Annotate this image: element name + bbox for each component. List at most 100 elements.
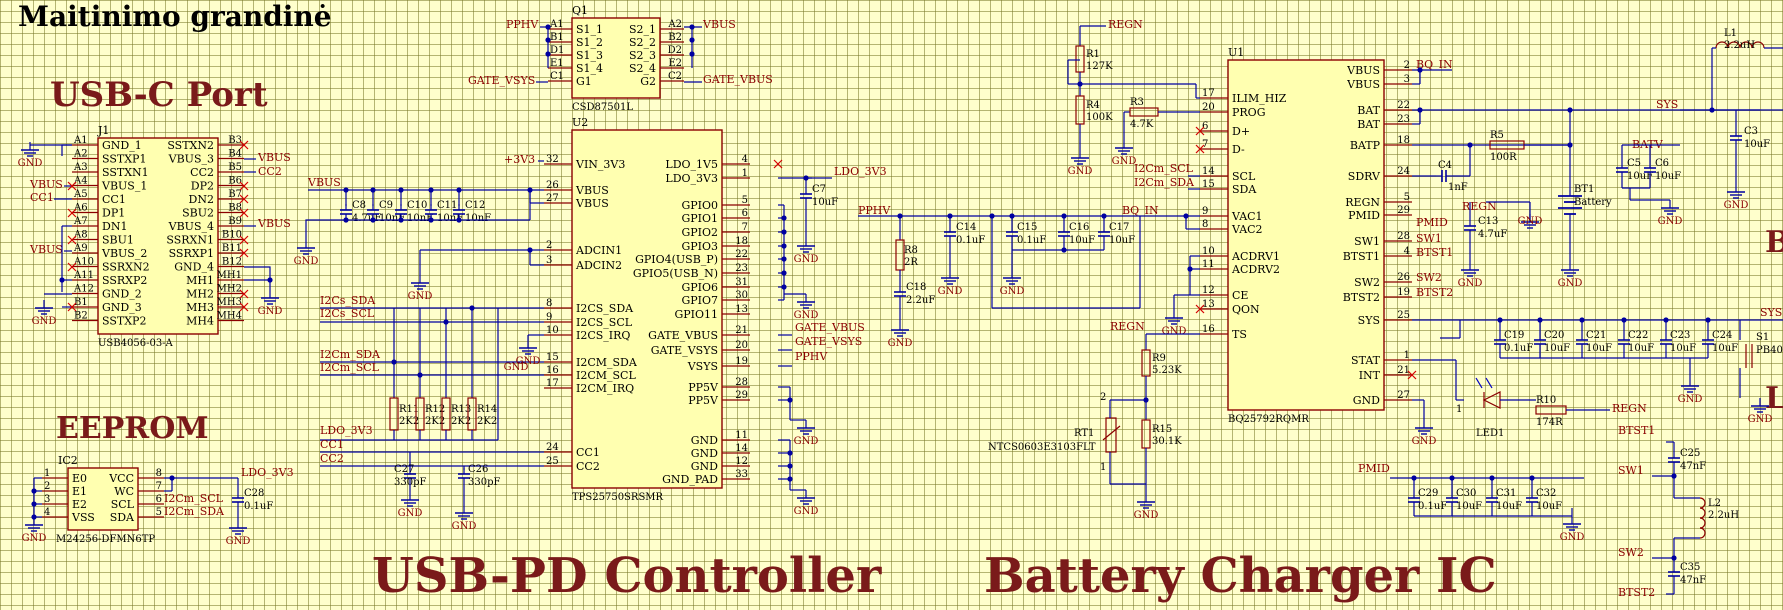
ref-designator: R12 [425, 404, 445, 415]
junction-dot [398, 187, 404, 193]
sheet-title: Maitinimo grandinė [18, 0, 332, 33]
junction-dot [787, 476, 793, 482]
no-connect-mark [67, 208, 77, 218]
pin-number: 15 [1202, 179, 1215, 190]
part-value: PB40 [1756, 345, 1783, 356]
net-label: LDO_3V3 [834, 165, 887, 178]
pin-number: 3 [546, 255, 552, 266]
pin-number: 13 [1202, 299, 1215, 310]
part-value: 2.2uH [1724, 40, 1755, 51]
pin-name: GND_PAD [662, 473, 718, 486]
ref-designator: U1 [1228, 46, 1244, 59]
gnd-label: GND [1000, 286, 1025, 297]
net-label: GATE_VBUS [703, 73, 773, 86]
ref-designator: L2 [1708, 498, 1721, 509]
pin-name: I2CM_SDA [576, 356, 638, 369]
net-label: VBUS [702, 18, 736, 31]
pin-number: A4 [73, 176, 88, 187]
pin-number: A2 [73, 149, 88, 160]
section-charger: Battery Charger IC [984, 548, 1497, 604]
pin-number: 3 [1404, 74, 1410, 85]
ref-designator: C14 [956, 222, 976, 233]
pin-name: SBU1 [102, 234, 134, 247]
part-value: 2.2uF [906, 295, 935, 306]
ref-designator: C21 [1586, 330, 1606, 341]
pin-number: 27 [546, 193, 559, 204]
pin-number: B12 [222, 257, 242, 268]
gnd-label: GND [1558, 278, 1583, 289]
pin-name: SDA [1232, 183, 1257, 196]
ref-designator: C18 [906, 282, 926, 293]
pin-name: MH3 [186, 301, 214, 314]
pin-name: VAC1 [1231, 210, 1263, 223]
net-label: BTST1 [1416, 246, 1453, 259]
net-label: CC1 [320, 438, 344, 451]
pin-name: GPIO5(USB_N) [633, 267, 718, 280]
junction-dot [469, 305, 475, 311]
part-value: 30.1K [1152, 436, 1182, 447]
net-label: CC2 [258, 165, 282, 178]
pin-number: 6 [742, 208, 748, 219]
ref-designator: C16 [1069, 222, 1089, 233]
junction-dot [267, 277, 273, 283]
pin-name: VBUS_3 [168, 153, 214, 166]
ref-designator: C31 [1496, 488, 1516, 499]
pin-number: 22 [735, 249, 748, 260]
part-value: 10uF [1627, 171, 1653, 182]
pin-name: CC1 [102, 193, 126, 206]
gnd-label: GND [32, 316, 57, 327]
ref-designator: C30 [1456, 488, 1476, 499]
net-label: PPHV [506, 18, 539, 31]
pin-name: VBUS [575, 184, 609, 197]
no-connect-mark [1195, 304, 1205, 314]
junction-dot [417, 372, 423, 378]
pin-name: VBUS_4 [168, 220, 214, 233]
pin-name: BATP [1350, 139, 1381, 152]
ref-designator: C22 [1628, 330, 1648, 341]
junction-dot [781, 229, 787, 235]
part-value: 4.7uF [1478, 229, 1507, 240]
ref-designator: R1 [1086, 49, 1100, 60]
part-value: 47nF [1680, 575, 1706, 586]
gnd-label: GND [1560, 532, 1585, 543]
pin-name: SYS [1358, 314, 1380, 327]
junction-dot [428, 217, 434, 223]
pin-name: SW1 [1354, 235, 1380, 248]
pin-number: A9 [73, 243, 88, 254]
part-value: 2K2 [451, 416, 471, 427]
pin-name: I2CS_IRQ [576, 329, 630, 342]
junction-dot [398, 217, 404, 223]
net-label: GATE_VSYS [468, 74, 535, 87]
junction-dot [1009, 213, 1015, 219]
gnd-label: GND [452, 521, 477, 532]
resistor-body [1535, 405, 1567, 415]
pin-number: 2 [546, 240, 552, 251]
pin-number: 29 [1397, 205, 1410, 216]
gnd-label: GND [794, 254, 819, 265]
pin-number: A3 [73, 162, 88, 173]
pin-number: 6 [156, 494, 162, 505]
pin-number: 23 [735, 263, 748, 274]
pin-number: B6 [228, 176, 242, 187]
part-value: 1nF [1448, 182, 1468, 193]
ref-designator: C24 [1712, 330, 1732, 341]
pin-name: TS [1232, 328, 1247, 341]
gnd-label: GND [258, 306, 283, 317]
pin-number: 19 [735, 356, 748, 367]
pin-name: PMID [1348, 209, 1380, 222]
ref-designator: C11 [437, 200, 457, 211]
part-value: 10uF [1744, 139, 1770, 150]
part-value: 10uF [1655, 171, 1681, 182]
pin-number: B5 [228, 162, 242, 173]
ref-designator: IC2 [58, 454, 78, 467]
junction-dot [545, 51, 551, 57]
pin-number: E2 [668, 58, 682, 69]
net-label: SW1 [1416, 232, 1442, 245]
pin-number: 14 [1202, 166, 1215, 177]
pin-name: G2 [640, 75, 656, 88]
pin-name: LDO_3V3 [665, 172, 718, 185]
resistor-body [895, 239, 905, 271]
pin-number: 5 [1404, 192, 1410, 203]
pin-number: 4 [742, 154, 748, 165]
